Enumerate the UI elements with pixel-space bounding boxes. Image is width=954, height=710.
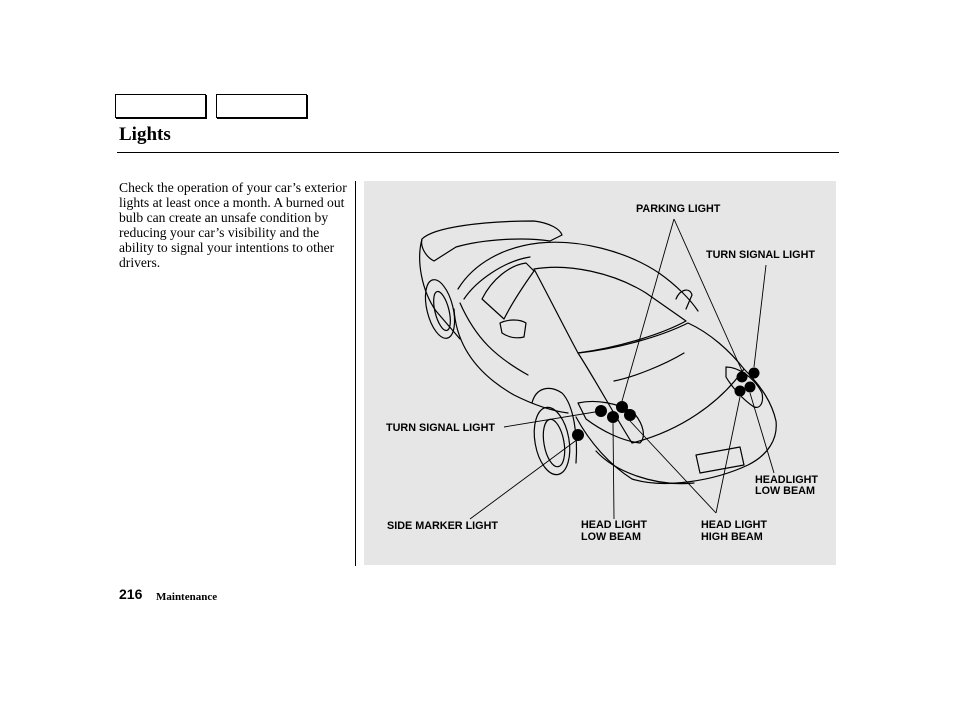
- head-low-left-bulb: [607, 411, 619, 423]
- rear-wheel: [424, 279, 456, 339]
- label-head-low-2: LOW BEAM: [581, 531, 641, 543]
- label-head-high-1: HEAD LIGHT: [701, 519, 767, 531]
- rear-body: [419, 238, 461, 340]
- side-body: [453, 308, 569, 414]
- next-page-button[interactable]: [216, 94, 307, 118]
- license-plate: [695, 446, 745, 474]
- head-high-left-bulb: [624, 409, 636, 421]
- head-low-right-bulb: [744, 381, 756, 393]
- side-mirror: [499, 319, 527, 339]
- light-bulbs: [572, 367, 760, 441]
- side-window: [481, 262, 535, 320]
- roof: [457, 241, 699, 312]
- column-divider: [355, 181, 356, 566]
- side-marker-bulb: [572, 429, 584, 441]
- label-headlight-low-right-1: HEADLIGHT: [755, 474, 818, 486]
- parking-light-right-bulb: [736, 371, 748, 383]
- turn-signal-right-bulb: [748, 367, 760, 379]
- leader-lines: [469, 218, 775, 520]
- label-parking-light: PARKING LIGHT: [636, 203, 721, 215]
- rear-spoiler: [421, 220, 563, 262]
- car-lights-figure: PARKING LIGHT TURN SIGNAL LIGHT TURN SIG…: [364, 181, 836, 565]
- section-name: Maintenance: [156, 591, 218, 603]
- previous-page-button[interactable]: [115, 94, 206, 118]
- label-side-marker: SIDE MARKER LIGHT: [387, 520, 498, 532]
- car-illustration: [419, 218, 777, 520]
- title-divider: [117, 152, 839, 153]
- front-wheel: [533, 406, 571, 476]
- parking-light-left-bulb: [616, 401, 628, 413]
- label-turn-signal-right: TURN SIGNAL LIGHT: [706, 249, 815, 261]
- label-turn-signal-left: TURN SIGNAL LIGHT: [386, 422, 495, 434]
- windshield: [533, 266, 687, 354]
- left-headlight-housing: [577, 400, 644, 444]
- label-head-high-2: HIGH BEAM: [701, 531, 763, 543]
- front-bumper: [575, 368, 777, 484]
- page-number: 216: [119, 586, 143, 602]
- label-headlight-low-right-2: LOW BEAM: [755, 485, 815, 497]
- page-title: Lights: [119, 124, 171, 145]
- label-head-low-1: HEAD LIGHT: [581, 519, 647, 531]
- head-high-right-bulb: [734, 385, 746, 397]
- hood: [577, 322, 745, 444]
- intro-paragraph: Check the operation of your car’s exteri…: [119, 180, 347, 271]
